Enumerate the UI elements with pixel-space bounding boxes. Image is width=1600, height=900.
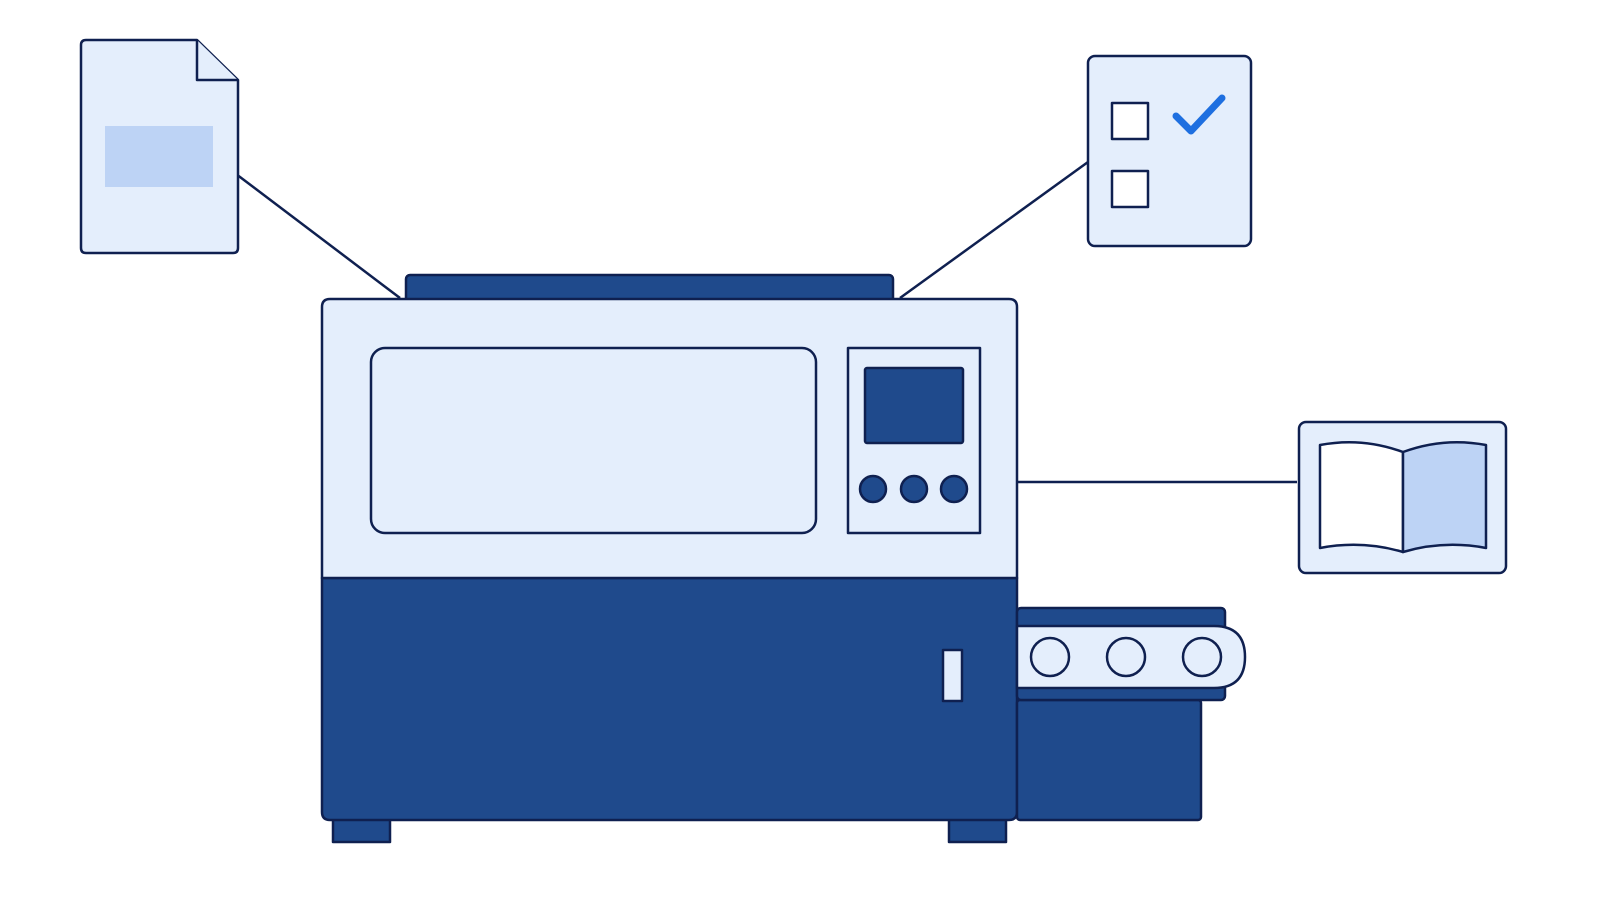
- conveyor-roller-1: [1029, 636, 1071, 678]
- control-button-1: [858, 474, 888, 504]
- connector-checklist: [899, 160, 1089, 300]
- output-stand: [1015, 698, 1203, 822]
- machine-window: [369, 346, 818, 535]
- control-button-2: [899, 474, 929, 504]
- checklist-icon: [1086, 54, 1253, 248]
- checkbox-2: [1110, 169, 1150, 209]
- machine-lower-body: [320, 576, 1019, 822]
- open-book-icon: [1297, 420, 1508, 575]
- connector-lines: [235, 160, 1297, 484]
- conveyor-roller-2: [1105, 636, 1147, 678]
- door-handle: [941, 648, 964, 703]
- document-content-block: [105, 126, 213, 187]
- checkbox-1: [1110, 101, 1150, 141]
- printer-machine: [320, 273, 1247, 844]
- document-icon: [79, 38, 240, 255]
- control-button-3: [939, 474, 969, 504]
- book-right-page: [1401, 441, 1488, 554]
- book-left-page: [1318, 441, 1405, 554]
- connector-document: [235, 173, 401, 299]
- control-screen: [863, 366, 965, 445]
- check-mark-icon: [1172, 94, 1226, 135]
- conveyor-roller-3: [1181, 636, 1223, 678]
